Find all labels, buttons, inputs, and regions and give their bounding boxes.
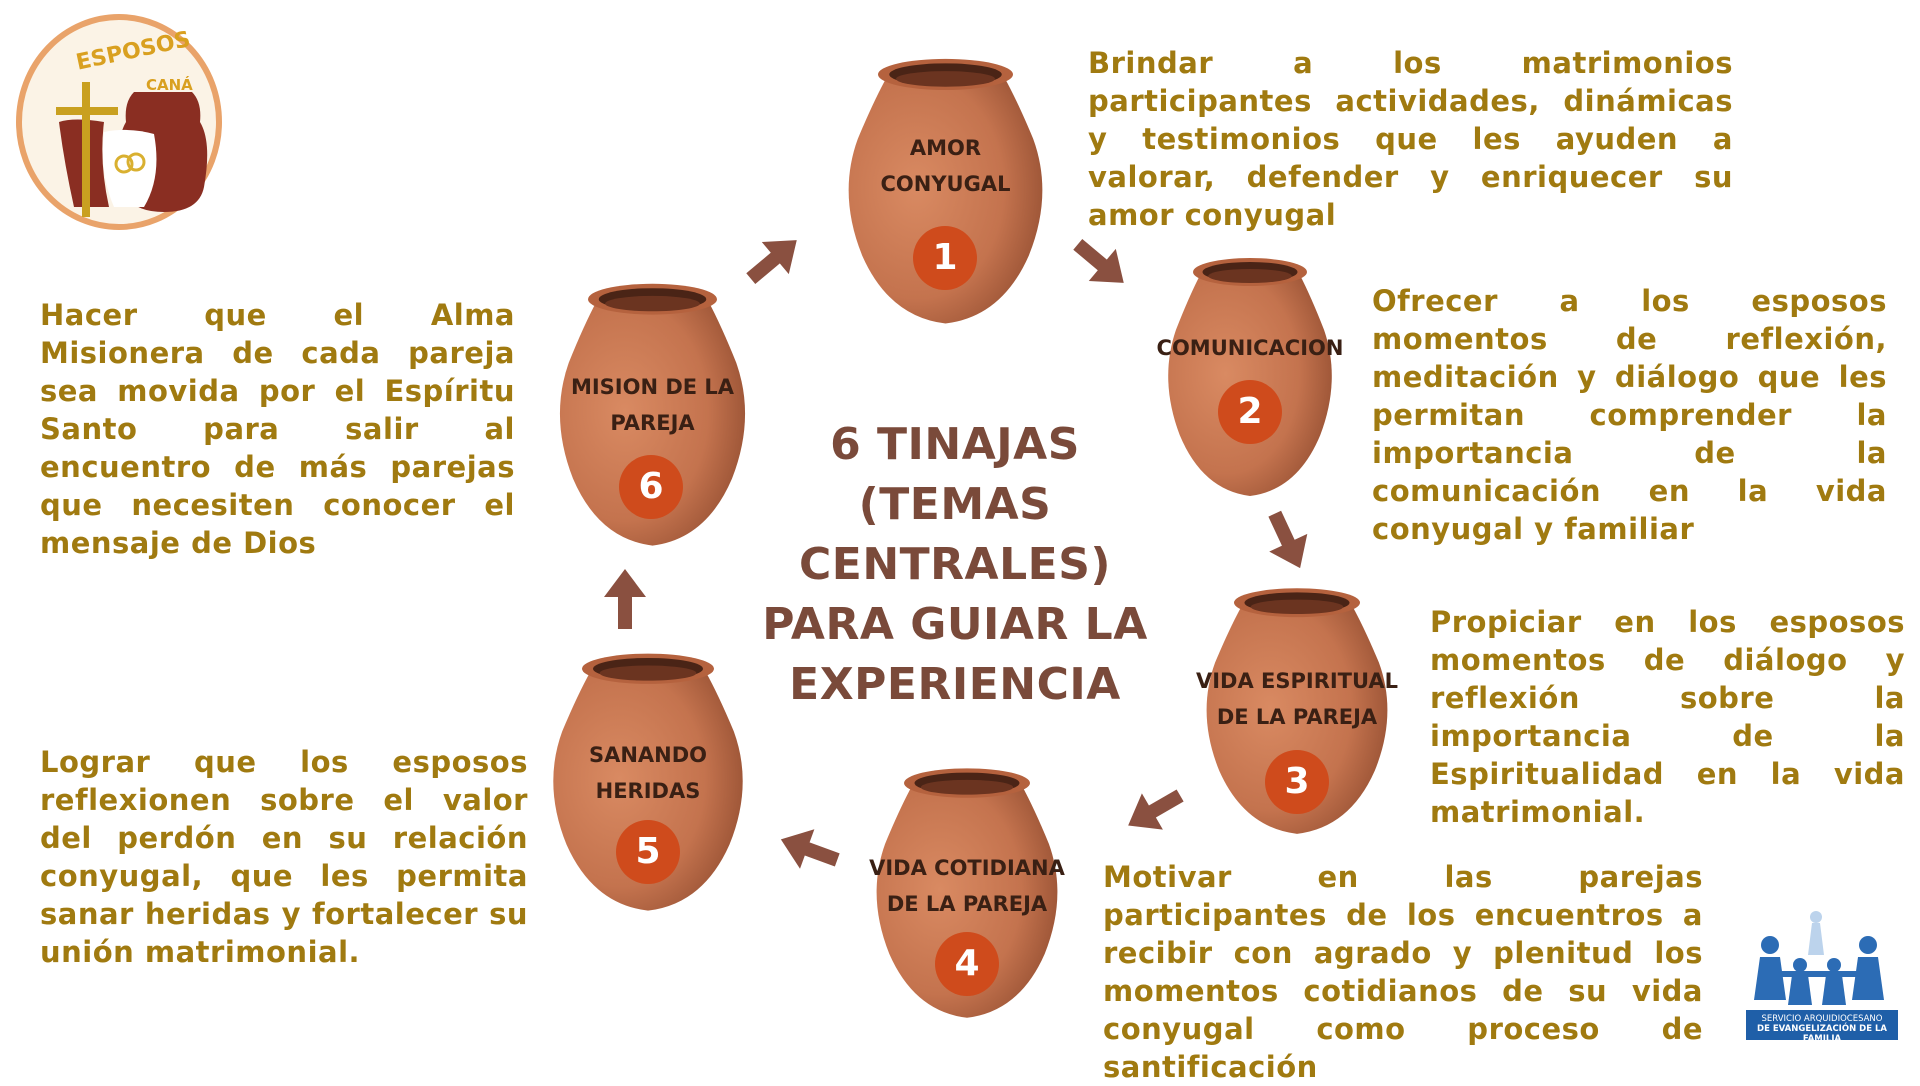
jar-2: COMUNICACION 2 [1155, 250, 1345, 500]
arrow-3-to-4 [1120, 775, 1190, 845]
clay-jar-shape [848, 58, 1043, 324]
arrow-icon [1268, 510, 1308, 569]
jar-3-label-line-1: VIDA ESPIRITUAL [1195, 669, 1399, 693]
jar-4-number-badge: 4 [935, 932, 999, 996]
title-line-4: EXPERIENCIA [789, 659, 1121, 710]
jar-5: SANANDO HERIDAS 5 [538, 645, 758, 915]
jar-5-number-badge: 5 [616, 820, 680, 884]
family-logo-line-1: SERVICIO ARQUIDIOCESANO [1761, 1014, 1883, 1024]
jar-1: AMOR CONYUGAL 1 [833, 50, 1058, 328]
clay-jar-shape [1206, 588, 1388, 834]
family-logo-line-2: DE EVANGELIZACIÓN DE LA FAMILIA [1757, 1024, 1887, 1044]
esposos-cana-logo: ESPOSOS CANÁ [14, 12, 224, 232]
arrow-icon [604, 569, 646, 629]
arrow-icon [746, 240, 797, 285]
jar-3-label-line-2: DE LA PAREJA [1216, 705, 1378, 729]
family-logo-caption: SERVICIO ARQUIDIOCESANO DE EVANGELIZACIÓ… [1746, 1010, 1898, 1044]
family-evangelization-logo [1738, 905, 1904, 1035]
jar-6-label-line-1: MISION DE LA [570, 375, 735, 399]
jar-5-label-line-1: SANANDO [588, 743, 708, 767]
clay-jar-shape [553, 653, 743, 911]
jar-1-label-line-2: CONYUGAL [880, 172, 1011, 196]
arrow-1-to-2 [1065, 228, 1135, 298]
title-line-3: PARA GUIAR LA [762, 599, 1148, 650]
arrow-4-to-5 [775, 815, 845, 885]
clay-jar-shape [559, 283, 746, 546]
jar-4-label-line-1: VIDA COTIDIANA [869, 856, 1065, 880]
jar-3: VIDA ESPIRITUAL DE LA PAREJA 3 [1192, 580, 1402, 838]
description-2: Ofrecer a los esposos momentos de reflex… [1372, 284, 1887, 546]
jar-5-label-line-2: HERIDAS [595, 779, 701, 803]
jar-6-number-badge: 6 [619, 455, 683, 519]
jar-6: MISION DE LA PAREJA 6 [545, 275, 760, 550]
logo-text-cana: CANÁ [146, 75, 193, 94]
jar-1-number-badge: 1 [913, 226, 977, 290]
title-line-2: (TEMAS CENTRALES) [798, 479, 1111, 590]
jar-4: VIDA COTIDIANA DE LA PAREJA 4 [862, 760, 1072, 1022]
arrow-icon [780, 829, 840, 869]
description-6: Hacer que el Alma Misionera de cada pare… [40, 298, 515, 560]
jar-3-number-badge: 3 [1265, 750, 1329, 814]
description-4: Motivar en las parejas participantes de … [1103, 860, 1703, 1084]
arrow-6-to-1 [738, 225, 808, 295]
jar-1-label-line-1: AMOR [909, 136, 982, 160]
arrow-2-to-3 [1252, 505, 1322, 575]
arrow-icon [1128, 789, 1184, 830]
jar-6-label-line-2: PAREJA [610, 411, 695, 435]
description-5: Lograr que los esposos reflexionen sobre… [40, 745, 528, 969]
jar-4-label-line-2: DE LA PAREJA [886, 892, 1048, 916]
clay-jar-shape [876, 768, 1058, 1018]
jar-2-label-line-1: COMUNICACION [1156, 336, 1344, 360]
arrow-5-to-6 [590, 565, 660, 635]
description-1: Brindar a los matrimonios participantes … [1088, 46, 1733, 232]
title-line-1: 6 TINAJAS [830, 419, 1080, 470]
arrow-icon [1073, 238, 1124, 283]
central-title: 6 TINAJAS (TEMAS CENTRALES) PARA GUIAR L… [700, 415, 1210, 715]
clay-jar-shape [1168, 258, 1332, 496]
jar-2-number-badge: 2 [1218, 380, 1282, 444]
description-3: Propiciar en los esposos momentos de diá… [1430, 605, 1905, 829]
